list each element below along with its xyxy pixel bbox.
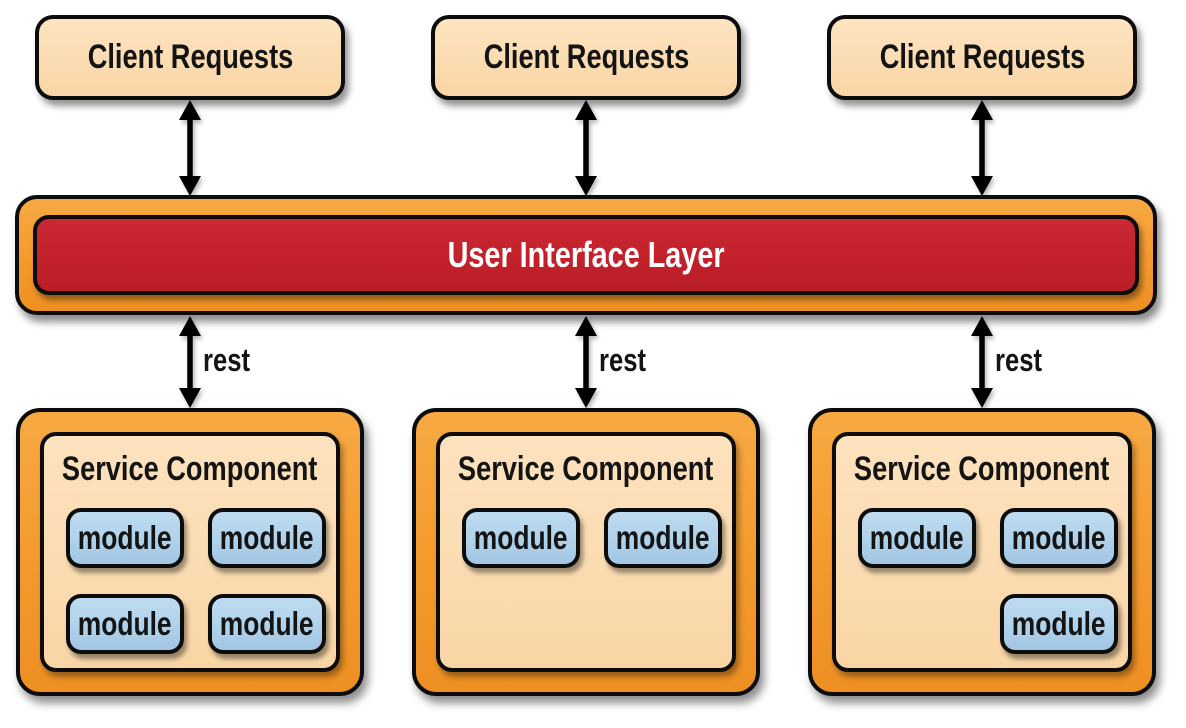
service-component-title: Service Component	[458, 449, 714, 488]
double-arrow-icon	[179, 316, 201, 408]
client-requests-box: Client Requests	[35, 15, 345, 100]
service-component: Service Component module module	[412, 408, 760, 696]
double-arrow-icon	[575, 100, 597, 196]
double-arrow-icon	[971, 316, 993, 408]
module-box: module	[66, 594, 184, 654]
double-arrow-icon	[575, 316, 597, 408]
double-arrow-icon	[179, 100, 201, 196]
service-component: Service Component module module module	[808, 408, 1156, 696]
module-label: module	[1012, 519, 1106, 556]
rest-protocol-label: rest	[599, 342, 646, 378]
client-requests-label: Client Requests	[87, 38, 293, 76]
service-component-title: Service Component	[62, 449, 318, 488]
module-box: module	[66, 508, 184, 568]
module-label: module	[220, 519, 314, 556]
module-label: module	[474, 519, 568, 556]
module-label: module	[220, 605, 314, 642]
service-component-title-row: Service Component	[836, 446, 1128, 492]
client-requests-box: Client Requests	[827, 15, 1137, 100]
service-component-inner: Service Component module module module m…	[40, 432, 340, 672]
service-component: Service Component module module module m…	[16, 408, 364, 696]
module-box: module	[604, 508, 722, 568]
module-box: module	[208, 594, 326, 654]
service-component-title-row: Service Component	[44, 446, 336, 492]
module-grid: module module	[462, 508, 732, 568]
module-label: module	[870, 519, 964, 556]
module-grid: module module module module	[66, 508, 336, 654]
module-box: module	[858, 508, 976, 568]
module-box: module	[1000, 594, 1118, 654]
client-requests-label: Client Requests	[879, 38, 1085, 76]
module-box: module	[1000, 508, 1118, 568]
service-component-inner: Service Component module module module	[832, 432, 1132, 672]
module-label: module	[78, 605, 172, 642]
module-box: module	[462, 508, 580, 568]
rest-protocol-label: rest	[203, 342, 250, 378]
ui-layer-label: User Interface Layer	[447, 234, 725, 275]
ui-layer-container: User Interface Layer	[15, 195, 1157, 315]
client-requests-label: Client Requests	[483, 38, 689, 76]
ui-layer-bar: User Interface Layer	[33, 215, 1139, 295]
service-component-inner: Service Component module module	[436, 432, 736, 672]
module-label: module	[78, 519, 172, 556]
module-grid: module module module	[858, 508, 1128, 654]
service-component-title-row: Service Component	[440, 446, 732, 492]
module-label: module	[616, 519, 710, 556]
module-label: module	[1012, 605, 1106, 642]
double-arrow-icon	[971, 100, 993, 196]
module-box: module	[208, 508, 326, 568]
service-component-title: Service Component	[854, 449, 1110, 488]
client-requests-box: Client Requests	[431, 15, 741, 100]
rest-protocol-label: rest	[995, 342, 1042, 378]
